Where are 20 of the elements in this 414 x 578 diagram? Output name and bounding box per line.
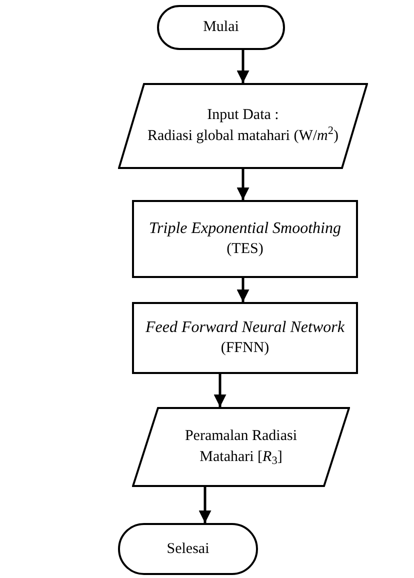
node-text: Triple Exponential Smoothing — [149, 219, 341, 239]
node-text: Selesai — [166, 540, 210, 558]
node-text: Input Data : — [207, 106, 279, 125]
node-text: (TES) — [226, 240, 264, 259]
node-text: Feed Forward Neural Network — [146, 318, 344, 338]
arrow — [214, 374, 226, 407]
input-output-parallelogram — [132, 407, 350, 487]
arrow — [236, 50, 250, 83]
terminal-shape — [118, 523, 258, 575]
node-text: (FFNN) — [220, 339, 270, 358]
arrow — [236, 278, 250, 302]
terminal-shape — [157, 5, 285, 50]
arrow — [236, 169, 250, 200]
node-text: Peramalan Radiasi Matahari [R$_{3}$] — [184, 427, 298, 468]
node-text: Mulai — [203, 18, 239, 37]
input-output-parallelogram — [118, 83, 368, 169]
process-box — [132, 302, 358, 374]
node-text: Radiasi global matahari (W/m$^{2}$) — [148, 126, 338, 146]
process-box — [132, 200, 358, 278]
arrow — [198, 487, 212, 523]
